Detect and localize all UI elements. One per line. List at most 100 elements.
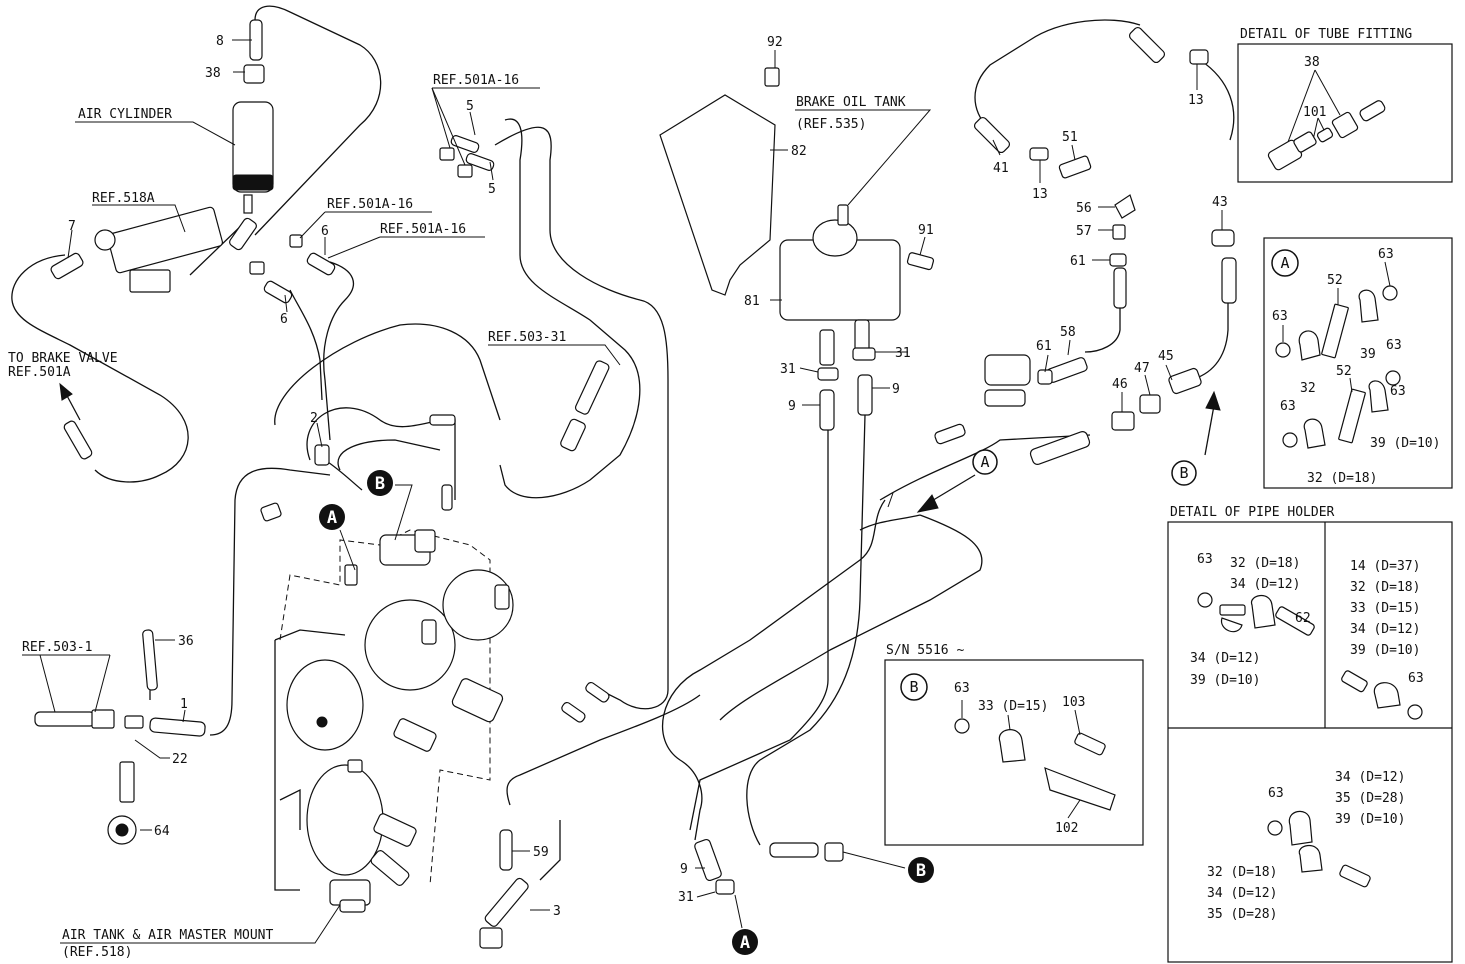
part-num: 47 [1134, 361, 1150, 376]
part-num: 38 [205, 66, 221, 81]
part-num: 9 [680, 862, 688, 877]
pipe-holder-num: 39 (D=10) [1335, 812, 1405, 827]
ref-501a-label: REF.501A [8, 365, 71, 380]
pipe-holder-num: 62 [1295, 611, 1311, 626]
circle-markers: A B A B A B A B [319, 254, 1290, 955]
pipe-holder-num: 39 (D=10) [1190, 673, 1260, 688]
detail-a-numbers: 63 52 63 63 32 39 52 63 63 39 (D=10) 32 … [1272, 247, 1440, 486]
part-num: 51 [1062, 130, 1078, 145]
detail-tube-num: 38 [1304, 55, 1320, 70]
pipe-holder-num: 34 (D=12) [1335, 770, 1405, 785]
air-master-mount [249, 234, 514, 913]
detail-a-num: 52 [1336, 364, 1352, 379]
detail-b-num: 63 [954, 681, 970, 696]
part-num: 5 [488, 182, 496, 197]
detail-a-num: 39 (D=10) [1370, 436, 1440, 451]
marker-a-bottom: A [740, 933, 750, 953]
brake-oil-tank-assembly [659, 67, 935, 431]
detail-a-num: 39 [1360, 347, 1376, 362]
part-numbers: 8 38 7 5 5 6 6 2 36 1 22 64 59 3 92 82 9… [68, 34, 1228, 919]
part-num: 56 [1076, 201, 1092, 216]
part-num: 59 [533, 845, 549, 860]
pipe-holder-num: 39 (D=10) [1350, 643, 1420, 658]
part-num: 5 [466, 99, 474, 114]
part-num: 57 [1076, 224, 1092, 239]
detail-b-num: 103 [1062, 695, 1085, 710]
part-num: 9 [788, 399, 796, 414]
detail-a-box [1263, 237, 1453, 489]
part-num: 1 [180, 697, 188, 712]
part-num: 46 [1112, 377, 1128, 392]
pipe-holder-num: 35 (D=28) [1207, 907, 1277, 922]
part-num: 81 [744, 294, 760, 309]
ref-503-31-label: REF.503-31 [488, 330, 566, 345]
pipe-holder-num: 34 (D=12) [1350, 622, 1420, 637]
ref-535-label: (REF.535) [796, 117, 866, 132]
part-num: 2 [310, 411, 318, 426]
part-num: 64 [154, 824, 170, 839]
pipe-holder-num: 14 (D=37) [1350, 559, 1420, 574]
pipe-holder-num: 32 (D=18) [1350, 580, 1420, 595]
part-num: 31 [780, 362, 796, 377]
pipe-holder-num: 63 [1268, 786, 1284, 801]
part-num: 22 [172, 752, 188, 767]
detail-a-num: 32 (D=18) [1307, 471, 1377, 486]
pipe-holder-num: 34 (D=12) [1190, 651, 1260, 666]
part-num: 3 [553, 904, 561, 919]
part-num: 36 [178, 634, 194, 649]
brake-valve-tube [63, 420, 93, 460]
detail-a-num: 32 [1300, 381, 1316, 396]
detail-a-num: 63 [1390, 384, 1406, 399]
detail-a-marker: A [1280, 254, 1289, 272]
part-num: 9 [892, 382, 900, 397]
pipe-holder-num: 34 (D=12) [1207, 886, 1277, 901]
fitting-part-38 [243, 64, 265, 84]
detail-tube-numbers: 38 101 [1303, 55, 1326, 120]
ref-518-label: (REF.518) [62, 945, 132, 960]
ref-518a-label: REF.518A [92, 191, 155, 206]
detail-b-numbers: 63 33 (D=15) 103 102 [954, 681, 1085, 836]
marker-b-arrow: B [1179, 464, 1188, 482]
detail-a-num: 63 [1280, 399, 1296, 414]
text-labels: AIR CYLINDER REF.518A TO BRAKE VALVE REF… [8, 27, 1412, 960]
part-num: 43 [1212, 195, 1228, 210]
misc-tubes [439, 135, 610, 949]
part-num: 6 [280, 312, 288, 327]
detail-pipe-holder-box [1167, 521, 1453, 963]
part-num: 13 [1188, 93, 1204, 108]
pipe-holder-numbers: 63 32 (D=18) 34 (D=12) 62 34 (D=12) 39 (… [1190, 552, 1424, 922]
brake-oil-tank-label: BRAKE OIL TANK [796, 95, 906, 110]
part-num: 13 [1032, 187, 1048, 202]
marker-b-center: B [375, 474, 385, 494]
part-num: 7 [68, 219, 76, 234]
ref-503-31-fitting [560, 360, 610, 452]
ref-518a-valve [50, 206, 224, 293]
detail-tube-num: 101 [1303, 105, 1326, 120]
ref-501a-16-mid-label: REF.501A-16 [327, 197, 413, 212]
part-num: 91 [918, 223, 934, 238]
detail-a-num: 63 [1272, 309, 1288, 324]
detail-pipe-holder-label: DETAIL OF PIPE HOLDER [1170, 505, 1335, 520]
pipe-holder-num: 63 [1408, 671, 1424, 686]
ref-503-1-fitting [34, 629, 206, 845]
part-num: 61 [1036, 339, 1052, 354]
pipe-holder-num: 32 (D=18) [1207, 865, 1277, 880]
marker-a-center: A [327, 508, 337, 528]
part-num: 6 [321, 224, 329, 239]
marker-b-bottom: B [916, 861, 926, 881]
part-num: 41 [993, 161, 1009, 176]
leader-lines [22, 39, 1223, 944]
ref-503-1-label: REF.503-1 [22, 640, 92, 655]
air-tank-label: AIR TANK & AIR MASTER MOUNT [62, 928, 273, 943]
part-num: 45 [1158, 349, 1174, 364]
part-num: 31 [678, 890, 694, 905]
part-num: 31 [895, 346, 911, 361]
air-cylinder-body [232, 101, 274, 193]
pipe-holder-num: 32 (D=18) [1230, 556, 1300, 571]
ref-501a-16-low-label: REF.501A-16 [380, 222, 466, 237]
right-tubing-parts [694, 26, 1237, 895]
detail-a-num: 52 [1327, 273, 1343, 288]
part-num: 82 [791, 144, 807, 159]
part-num: 61 [1070, 254, 1086, 269]
